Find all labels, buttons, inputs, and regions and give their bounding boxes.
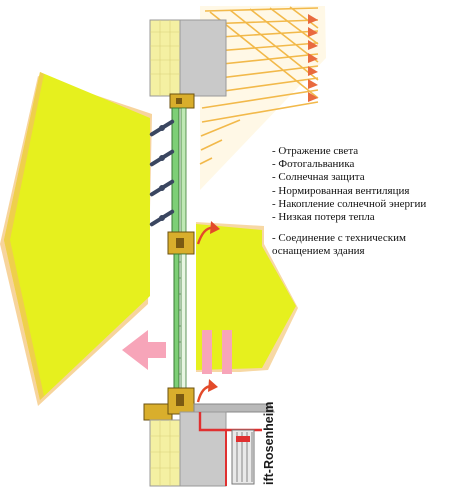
feature-item: - Накопление солнечной энергии bbox=[272, 197, 427, 210]
left-energy-arrow bbox=[0, 72, 152, 406]
left-arrow-body bbox=[4, 72, 150, 400]
source-credit: ift-Rosenheim bbox=[262, 401, 276, 485]
right-arrow-body bbox=[196, 224, 296, 370]
lower-wall bbox=[149, 411, 227, 487]
feature-list: - Отражение света - Фотогальваника - Сол… bbox=[272, 145, 452, 224]
louvre-blades bbox=[149, 119, 175, 227]
middle-transom bbox=[167, 231, 195, 255]
inner-sill-board bbox=[193, 403, 275, 413]
feature-item: - Солнечная защита bbox=[272, 171, 365, 184]
heat-flow-arrows bbox=[196, 221, 220, 403]
connection-line: - Соединение с техническим bbox=[272, 232, 406, 244]
lower-masonry bbox=[179, 411, 227, 487]
window-sill bbox=[143, 387, 275, 421]
ventilation-arrows bbox=[122, 330, 232, 374]
feature-item: - Фотогальваника bbox=[272, 158, 355, 171]
sun-rays bbox=[199, 6, 326, 190]
feature-item: - Отражение света bbox=[272, 145, 359, 157]
lower-glazing bbox=[173, 253, 187, 389]
connection-line: оснащением здания bbox=[272, 245, 365, 257]
building-services-note: - Соединение с техническим оснащением зд… bbox=[272, 232, 452, 258]
building-services bbox=[198, 412, 262, 486]
ventilation-arrowhead bbox=[122, 330, 166, 370]
right-energy-arrow bbox=[196, 222, 298, 372]
radiator-valve bbox=[236, 436, 250, 442]
upper-wall bbox=[149, 19, 227, 97]
upper-glazing bbox=[171, 107, 187, 233]
ventilation-bar-1 bbox=[202, 330, 212, 374]
upper-masonry bbox=[179, 19, 227, 97]
lower-insulation bbox=[149, 419, 181, 487]
upper-insulation bbox=[149, 19, 181, 97]
ventilation-bar-2 bbox=[222, 330, 232, 374]
sun-arrowheads bbox=[308, 14, 318, 102]
upper-frame bbox=[169, 93, 195, 109]
feature-item: - Нормированная вентиляция bbox=[272, 184, 410, 197]
feature-item: - Низкая потеря тепла bbox=[272, 211, 375, 224]
